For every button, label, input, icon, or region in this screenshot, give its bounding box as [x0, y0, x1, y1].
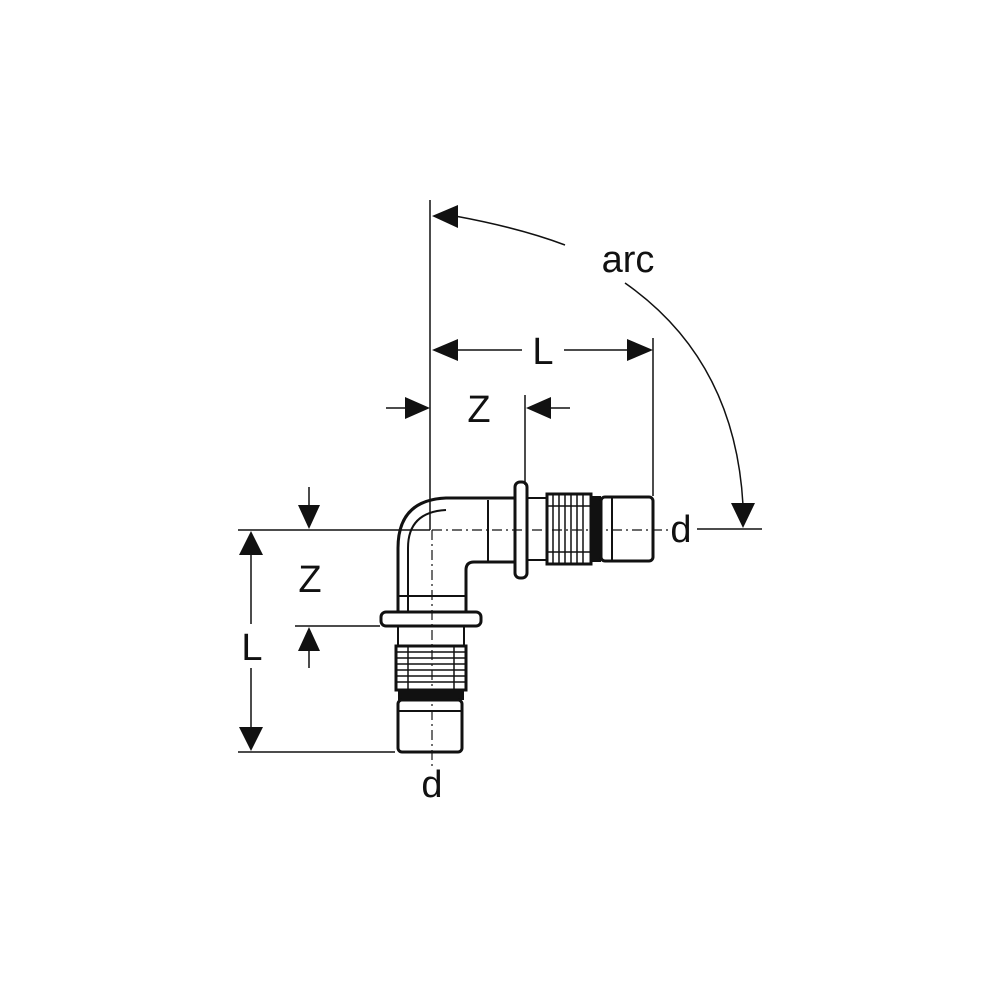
horizontal-Z-dimension: Z [386, 389, 570, 431]
horizontal-L-dimension: L [432, 331, 653, 373]
arc-dimension: arc [432, 205, 755, 528]
right-diameter-label: d [670, 509, 691, 551]
bottom-flange [379, 610, 483, 628]
arc-arrowhead-top [432, 205, 458, 228]
bottom-outlet [379, 610, 483, 754]
horizontal-L-label: L [532, 331, 553, 373]
vertical-L-label: L [241, 627, 262, 669]
center-lines [431, 529, 670, 770]
vertical-Z-dimension: Z [298, 487, 322, 668]
extension-lines [238, 200, 762, 753]
vertical-L-dimension: L [239, 531, 263, 751]
bottom-diameter-label: d [421, 764, 442, 806]
bottom-o-ring [398, 690, 464, 700]
arc-arrowhead-right [731, 503, 755, 528]
vertical-Z-label: Z [298, 559, 321, 601]
elbow-body [396, 496, 515, 612]
right-o-ring [591, 496, 601, 562]
right-outlet [513, 480, 655, 580]
horizontal-Z-label: Z [467, 389, 490, 431]
arc-label: arc [602, 239, 655, 281]
